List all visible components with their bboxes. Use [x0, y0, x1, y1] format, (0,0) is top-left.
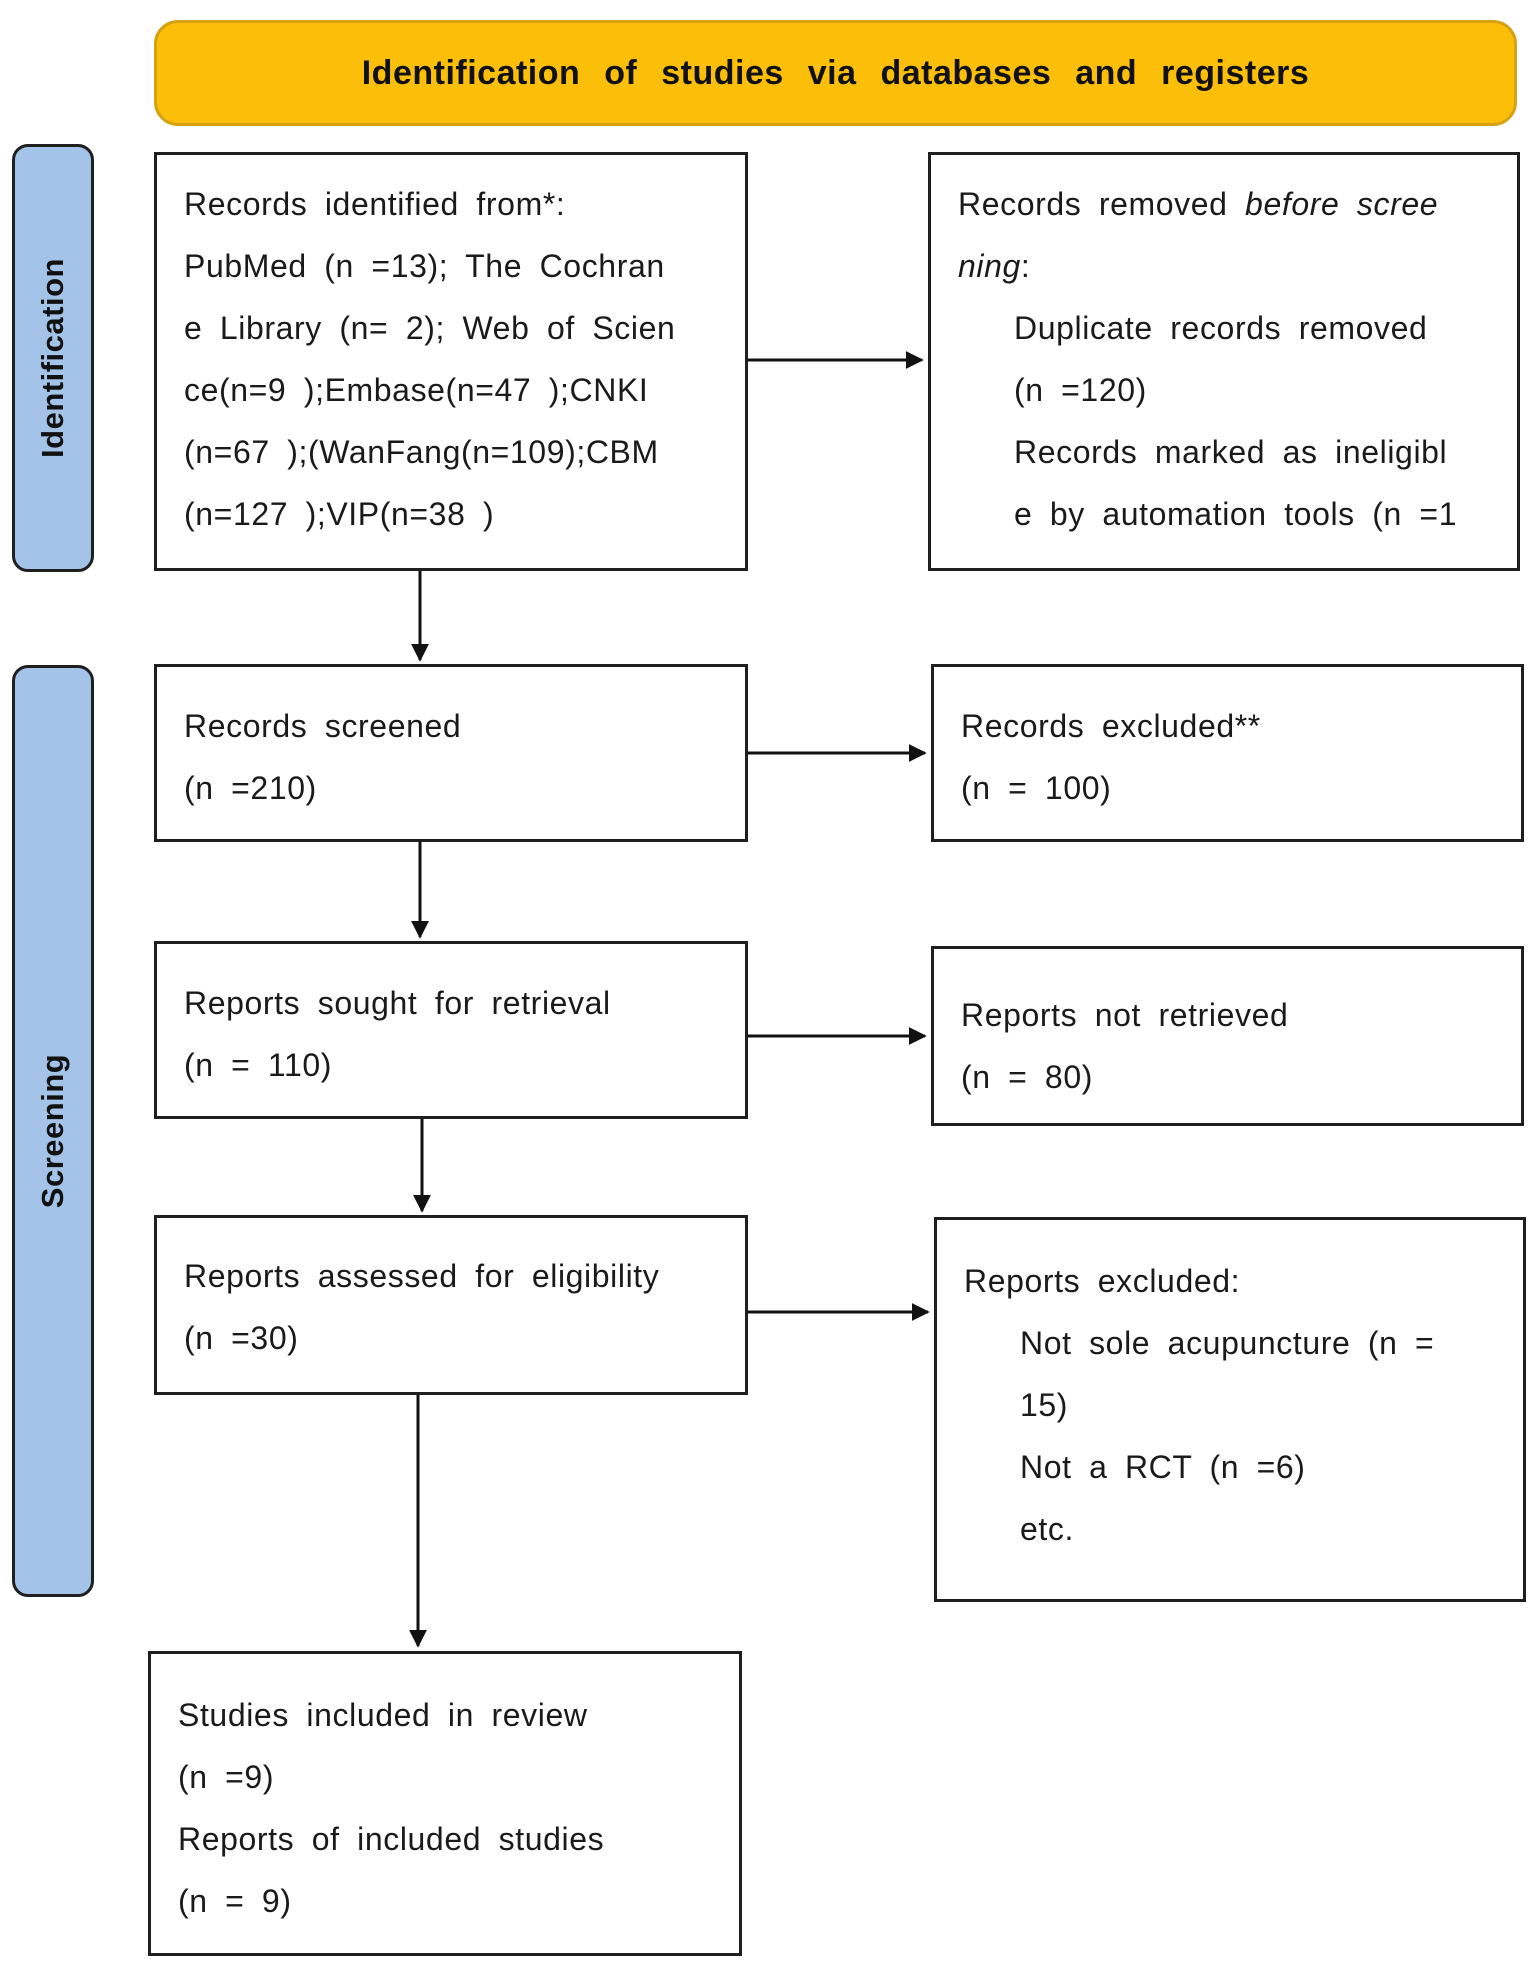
- reports-sought-line: Reports sought for retrieval: [184, 985, 611, 1021]
- records-screened-box: Records screened (n =210): [154, 664, 748, 842]
- reports-excluded-box: Reports excluded: Not sole acupuncture (…: [934, 1217, 1526, 1602]
- records-screened-line: (n =210): [184, 770, 317, 806]
- records-removed-item: Duplicate records removed: [1014, 310, 1428, 346]
- records-identified-line: e Library (n= 2); Web of Scien: [184, 310, 676, 346]
- reports-sought-box: Reports sought for retrieval (n = 110): [154, 941, 748, 1119]
- records-excluded-line: (n = 100): [961, 770, 1112, 806]
- reports-excluded-item: 15): [1020, 1387, 1069, 1423]
- records-identified-line: PubMed (n =13); The Cochran: [184, 248, 665, 284]
- records-removed-box: Records removed before scree ning: Dupli…: [928, 152, 1520, 571]
- records-identified-line: (n=67 );(WanFang(n=109);CBM: [184, 434, 659, 470]
- reports-assessed-box: Reports assessed for eligibility (n =30): [154, 1215, 748, 1395]
- records-removed-heading-text: Records removed: [958, 186, 1246, 222]
- records-removed-item: (n =120): [1014, 372, 1147, 408]
- records-identified-line: (n=127 );VIP(n=38 ): [184, 496, 495, 532]
- records-removed-item: Records marked as ineligibl: [1014, 434, 1448, 470]
- records-removed-item: e by automation tools (n =1: [1014, 496, 1458, 532]
- reports-assessed-line: (n =30): [184, 1320, 299, 1356]
- reports-excluded-title: Reports excluded:: [964, 1263, 1241, 1299]
- reports-excluded-item: Not sole acupuncture (n =: [1020, 1325, 1435, 1361]
- reports-not-retrieved-line: Reports not retrieved: [961, 997, 1289, 1033]
- records-excluded-line: Records excluded**: [961, 708, 1261, 744]
- header-title: Identification of studies via databases …: [361, 53, 1310, 92]
- records-removed-heading-italic-cont: ning: [958, 248, 1021, 284]
- header-banner: Identification of studies via databases …: [154, 20, 1517, 126]
- records-identified-line: ce(n=9 );Embase(n=47 );CNKI: [184, 372, 649, 408]
- reports-assessed-line: Reports assessed for eligibility: [184, 1258, 660, 1294]
- studies-included-line: Reports of included studies: [178, 1821, 605, 1857]
- records-removed-heading-cont: ning:: [958, 235, 1517, 297]
- reports-sought-line: (n = 110): [184, 1047, 332, 1083]
- records-removed-heading-colon: :: [1020, 248, 1031, 284]
- phase-identification: Identification: [12, 144, 94, 572]
- reports-not-retrieved-line: (n = 80): [961, 1059, 1093, 1095]
- phase-screening: Screening: [12, 665, 94, 1597]
- studies-included-line: Studies included in review: [178, 1697, 588, 1733]
- records-identified-box: Records identified from*: PubMed (n =13)…: [154, 152, 748, 571]
- studies-included-box: Studies included in review (n =9) Report…: [148, 1651, 742, 1956]
- records-removed-heading-italic: before scree: [1245, 186, 1439, 222]
- studies-included-line: (n = 9): [178, 1883, 292, 1919]
- records-screened-line: Records screened: [184, 708, 462, 744]
- records-excluded-box: Records excluded** (n = 100): [931, 664, 1524, 842]
- records-removed-heading: Records removed before scree: [958, 173, 1517, 235]
- reports-excluded-item: Not a RCT (n =6): [1020, 1449, 1306, 1485]
- reports-excluded-item: etc.: [1020, 1511, 1074, 1547]
- studies-included-line: (n =9): [178, 1759, 275, 1795]
- records-identified-line: Records identified from*:: [184, 186, 566, 222]
- reports-not-retrieved-box: Reports not retrieved (n = 80): [931, 946, 1524, 1126]
